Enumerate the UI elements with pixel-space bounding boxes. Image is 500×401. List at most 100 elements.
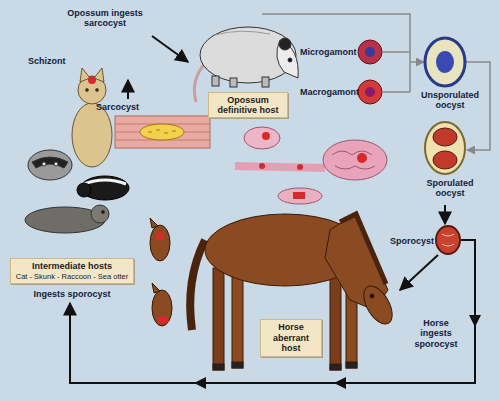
stage-label: Sporocyst (390, 236, 438, 246)
oocyst-cell (436, 226, 460, 254)
stage-bracket (383, 51, 410, 53)
opossum-figure (288, 58, 292, 62)
horse-head (150, 218, 172, 326)
horse-figure (330, 268, 341, 370)
oocyst-cell (442, 234, 454, 246)
host-box: Opossum definitive host (208, 92, 288, 119)
raccoon-figure (28, 150, 72, 180)
horse-head (150, 225, 170, 261)
skunk-figure (77, 183, 91, 197)
horse-head (150, 218, 158, 228)
cat-figure (96, 89, 99, 92)
cat-figure (72, 103, 112, 167)
cat-figure (86, 89, 89, 92)
raccoon-figure (32, 157, 68, 168)
horse-figure (330, 364, 341, 370)
brain-figure (323, 140, 387, 180)
opossum-figure (212, 76, 219, 86)
horse-figure (346, 362, 357, 368)
horse-head (152, 290, 172, 326)
horse-figure (340, 214, 386, 284)
host-title: Intermediate hosts (16, 261, 129, 271)
cycle-arrow (70, 36, 475, 383)
host-box: Intermediate hostsCat - Skunk - Raccoon … (10, 258, 135, 283)
oocyst-cell (433, 128, 457, 146)
horse-head (156, 232, 164, 240)
muscle-tissue (140, 124, 184, 140)
horse-figure (232, 272, 243, 368)
gamont-cell (365, 47, 375, 57)
stage-bracket (466, 62, 490, 150)
oocyst-cell (425, 38, 465, 254)
brain-figure (278, 188, 322, 204)
host-title: Horse aberrant host (266, 322, 316, 353)
oocyst-cell (436, 51, 454, 73)
gamont-cell (365, 87, 375, 97)
cycle-arrow (400, 255, 438, 290)
stage-label: Unsporulated oocyst (418, 90, 482, 111)
brain-figure (332, 151, 375, 169)
brain-figure (293, 192, 305, 199)
host-list: Cat - Skunk - Raccoon - Sea otter (16, 272, 129, 281)
arrow-head (194, 377, 206, 389)
horse-figure (358, 281, 398, 328)
stage-label: Sporulated oocyst (418, 178, 482, 199)
horse-head (152, 283, 160, 293)
opossum-figure (194, 62, 206, 102)
brain-figure (235, 127, 387, 204)
raccoon-figure (54, 162, 58, 166)
cycle-arrow (444, 205, 446, 224)
opossum-figure (215, 31, 270, 35)
oocyst-cell (425, 38, 465, 86)
step-label: Opossum ingests sarcocyst (59, 8, 151, 29)
gamont-cell (358, 80, 382, 104)
arrow-head (334, 377, 346, 389)
opossum-figure (262, 77, 269, 87)
brain-figure (259, 163, 265, 169)
brain-figure (244, 127, 280, 149)
horse-head (157, 316, 169, 324)
otter-figure (91, 205, 109, 223)
step-label: Ingests sporocyst (24, 289, 120, 299)
raccoon-figure (42, 162, 46, 166)
host-box: Horse aberrant host (260, 319, 322, 356)
brain-figure (357, 153, 367, 163)
cycle-arrow (152, 36, 188, 62)
brain-figure (235, 166, 325, 168)
opossum-figure (279, 38, 291, 50)
skunk-figure (84, 180, 126, 184)
otter-figure (102, 211, 105, 214)
cat-figure (88, 76, 96, 84)
horse-figure (190, 214, 398, 370)
horse-figure (232, 362, 243, 368)
muscle-tissue (115, 116, 210, 148)
raccoon-figure (28, 150, 72, 180)
horse-figure (213, 268, 224, 370)
brain-figure (262, 132, 270, 140)
brain-figure (297, 164, 303, 170)
oocyst-cell (433, 151, 457, 169)
stage-bracket (383, 91, 410, 93)
horse-figure (213, 364, 224, 370)
opossum-figure (230, 78, 237, 87)
horse-figure (190, 240, 205, 330)
horse-figure (370, 294, 374, 298)
step-label: Horse ingests sporocyst (407, 318, 465, 349)
stage-label: Schizont (28, 56, 78, 66)
muscle-tissue (115, 124, 210, 140)
muscle-tissue (115, 116, 210, 148)
muscle-tissue (148, 130, 176, 133)
stage-label: Microgamont (300, 47, 364, 57)
oocyst-cell (425, 122, 465, 174)
gamont-cell (358, 40, 382, 104)
stage-label: Sarcocyst (96, 102, 150, 112)
cat-figure (72, 68, 112, 167)
host-title: Opossum definitive host (214, 95, 282, 116)
stage-bracket (262, 14, 410, 92)
skunk-figure (77, 176, 129, 200)
stage-label: Macrogamont (300, 87, 364, 97)
stage-bracket (410, 61, 424, 63)
arrow-head (469, 315, 481, 327)
cycle-arrow (127, 80, 129, 99)
